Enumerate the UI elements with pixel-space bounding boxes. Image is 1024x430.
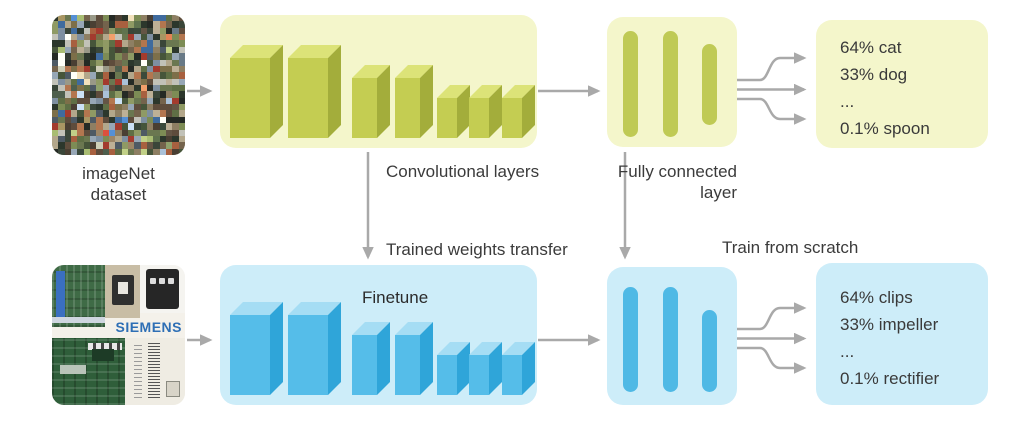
relay-window xyxy=(118,282,128,294)
output-line: 64% clips xyxy=(840,288,913,307)
barcode xyxy=(148,343,160,398)
weights-transfer-label: Trained weights transfer xyxy=(386,240,568,259)
conv-layers-box-bottom xyxy=(220,265,537,405)
imagenet-dataset-image xyxy=(52,15,185,155)
train-scratch-label: Train from scratch xyxy=(722,238,859,257)
conv-layers-label: Convolutional layers xyxy=(386,162,540,181)
contactor-terminal xyxy=(159,278,165,284)
arrow-fc-to-output-bottom-3 xyxy=(737,346,807,374)
label-stamp xyxy=(166,381,180,397)
finetune-label: Finetune xyxy=(362,288,429,307)
fc-unit xyxy=(663,287,678,392)
contactor-terminal xyxy=(150,278,156,284)
pcb-connector xyxy=(56,271,65,319)
contactor-terminal xyxy=(168,278,174,284)
imagenet-photo-mosaic xyxy=(52,15,185,155)
siemens-logo: SIEMENS xyxy=(115,319,182,335)
siemens-dataset-image: SIEMENS xyxy=(52,265,185,405)
output-line: 0.1% rectifier xyxy=(840,369,940,388)
fc-layer-box-bottom xyxy=(607,267,737,405)
pcb-ic xyxy=(92,349,114,361)
contactor-body xyxy=(146,269,179,309)
output-line: 64% cat xyxy=(840,38,902,57)
label-text-lines xyxy=(134,343,142,398)
arrow-fc-to-output-top-1 xyxy=(737,52,807,82)
output-box-bottom: 64% clips 33% impeller ... 0.1% rectifie… xyxy=(816,263,988,405)
pcb-terminal-row xyxy=(88,343,122,350)
fc-layer-box-top xyxy=(607,17,737,147)
output-line: 0.1% spoon xyxy=(840,119,930,138)
fc-unit xyxy=(623,287,638,392)
pcb-edge xyxy=(52,317,105,323)
output-line: 33% dog xyxy=(840,65,908,84)
fc-layer-label: Fully connected layer xyxy=(617,162,737,202)
arrow-fc-to-output-top-3 xyxy=(737,97,807,125)
arrow-fc-to-output-bottom-1 xyxy=(737,302,807,331)
output-line: 33% impeller xyxy=(840,315,939,334)
imagenet-dataset-label: imageNet dataset xyxy=(82,164,155,204)
conv-layers-box-top xyxy=(220,15,537,148)
fc-unit xyxy=(702,310,717,392)
output-line: ... xyxy=(840,342,855,361)
output-box-top: 64% cat 33% dog ... 0.1% spoon xyxy=(816,20,988,148)
fc-unit xyxy=(663,31,678,137)
pcb-display xyxy=(60,365,86,374)
output-line: ... xyxy=(840,92,855,111)
fc-unit xyxy=(702,44,717,125)
fc-unit xyxy=(623,31,638,137)
